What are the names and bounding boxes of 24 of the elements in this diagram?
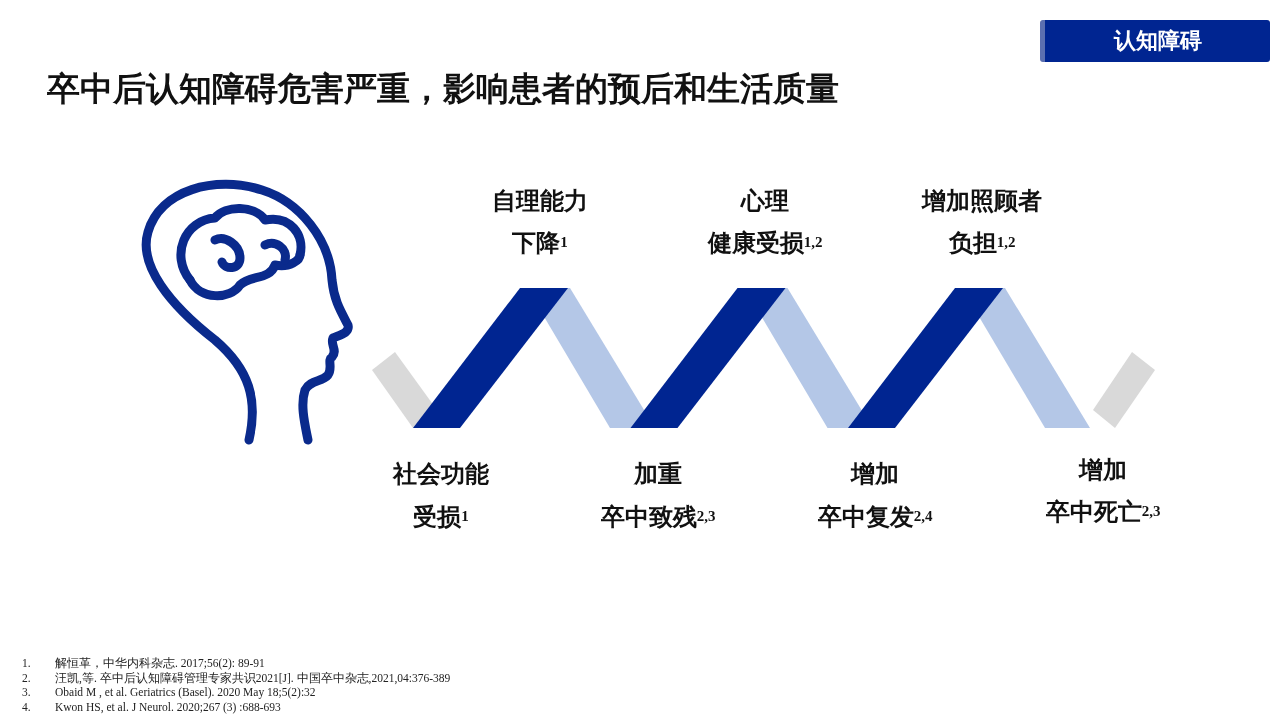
effect-label: 卒中死亡$^{2,3}$ xyxy=(1045,500,1161,524)
reference-text: Obaid M , et al. Geriatrics (Basel). 2020 May 18;5(2):32 xyxy=(55,687,316,699)
reference-number: 2. xyxy=(22,672,31,684)
slide-title: 卒中后认知障碍危害严重，影响患者的预后和生活质量 xyxy=(47,71,839,108)
reference-number: 3. xyxy=(22,687,31,699)
effect-label: 增加照顾者 xyxy=(922,189,1042,213)
reference-number: 4. xyxy=(22,701,31,713)
effect-label: 负担$^{1,2}$ xyxy=(948,231,1016,255)
effect-label: 社会功能 xyxy=(393,462,489,486)
effect-label: 卒中致残$^{2,3}$ xyxy=(600,505,716,529)
title-banner: 认知障碍 xyxy=(1040,20,1270,62)
effect-label: 增加 xyxy=(851,462,899,486)
effect-label: 受损$^{1}$ xyxy=(413,505,469,529)
effect-label: 健康受损$^{1,2}$ xyxy=(707,231,823,255)
reference-number: 1. xyxy=(22,658,31,670)
effect-label: 自理能力 xyxy=(492,189,588,213)
reference-text: 解恒革，中华内科杂志. 2017;56(2): 89-91 xyxy=(55,658,265,670)
effect-label: 卒中复发$^{2,4}$ xyxy=(817,505,933,529)
effect-label: 加重 xyxy=(634,462,682,486)
reference-text: Kwon HS, et al. J Neurol. 2020;267 (3) :688-693 xyxy=(55,701,281,713)
effect-label: 增加 xyxy=(1079,458,1127,482)
reference-text: 汪凯,等. 卒中后认知障碍管理专家共识2021[J]. 中国卒中杂志,2021,04:376-389 xyxy=(55,672,451,684)
effect-label: 心理 xyxy=(741,189,789,213)
effect-label: 下降$^{1}$ xyxy=(512,231,568,255)
